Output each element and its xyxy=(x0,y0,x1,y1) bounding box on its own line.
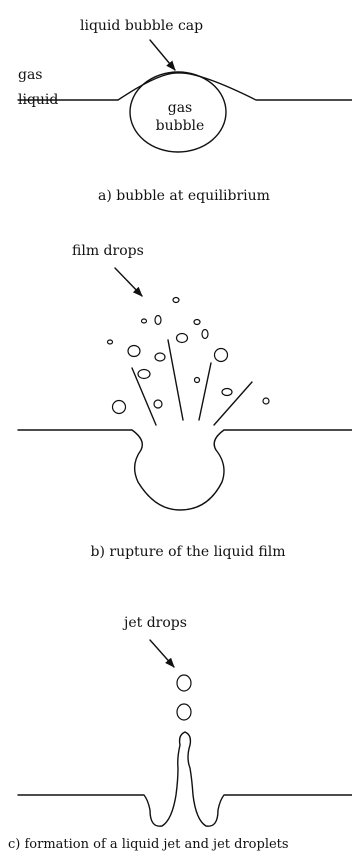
film-drop xyxy=(137,368,151,380)
jet-drops-arrow xyxy=(149,639,175,668)
film-drop xyxy=(140,318,148,324)
gas-label: gas xyxy=(18,67,43,83)
film-drop xyxy=(213,347,229,363)
liquid-surface xyxy=(17,72,352,101)
jet-drops-label: jet drops xyxy=(122,615,187,631)
panel-a: liquid bubble cap gas liquid gas bubble … xyxy=(17,18,352,204)
film-drop xyxy=(106,339,114,345)
caption-b: b) rupture of the liquid film xyxy=(91,544,286,560)
caption-c: c) formation of a liquid jet and jet dro… xyxy=(8,837,289,852)
panel-b: film drops b) rupture of the liquid film xyxy=(17,243,352,560)
spray-streak xyxy=(167,339,184,421)
bubble-label-bubble: bubble xyxy=(156,118,205,134)
liquid-jet-surface xyxy=(17,731,352,827)
film-drop xyxy=(153,399,163,409)
cap-arrow xyxy=(149,39,176,71)
film-drop xyxy=(221,387,233,397)
gas-bubble-outline xyxy=(129,71,227,153)
film-drop xyxy=(154,352,166,362)
bubble-label-gas: gas xyxy=(168,100,193,116)
spray-streak xyxy=(198,362,212,421)
spray-streak xyxy=(131,367,157,426)
film-drop xyxy=(175,332,189,344)
film-drops-label: film drops xyxy=(72,243,144,259)
spray-streak xyxy=(213,381,253,426)
jet-drop xyxy=(176,674,192,692)
film-drop xyxy=(172,296,180,304)
ruptured-film-cavity xyxy=(17,429,352,511)
film-drop xyxy=(262,397,270,405)
film-drop xyxy=(193,318,201,326)
film-drops-arrow xyxy=(114,267,143,297)
caption-a: a) bubble at equilibrium xyxy=(98,188,270,204)
film-drop xyxy=(127,344,141,358)
film-drop xyxy=(193,376,201,384)
cap-label: liquid bubble cap xyxy=(80,18,203,34)
film-drop xyxy=(111,399,127,415)
film-drop xyxy=(154,314,162,326)
film-drop xyxy=(201,328,209,340)
panel-c: jet drops c) formation of a liquid jet a… xyxy=(8,615,352,852)
jet-drop xyxy=(176,703,192,721)
